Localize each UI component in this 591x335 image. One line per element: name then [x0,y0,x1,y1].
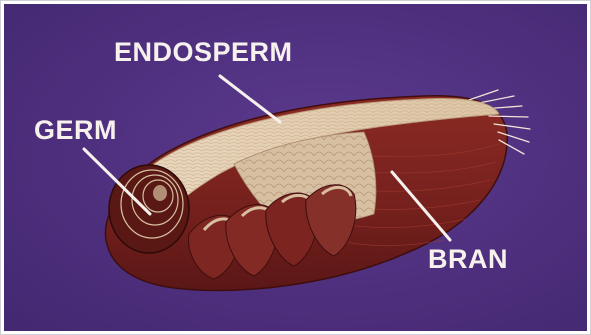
germ-label: GERM [34,117,117,144]
wheat-kernel-diagram [4,4,587,331]
bran-label: BRAN [428,246,508,273]
endosperm-leader [220,76,280,122]
endosperm-label: ENDOSPERM [114,39,293,66]
germ-embryo [109,165,189,253]
diagram-panel: ENDOSPERM GERM BRAN [4,4,587,331]
